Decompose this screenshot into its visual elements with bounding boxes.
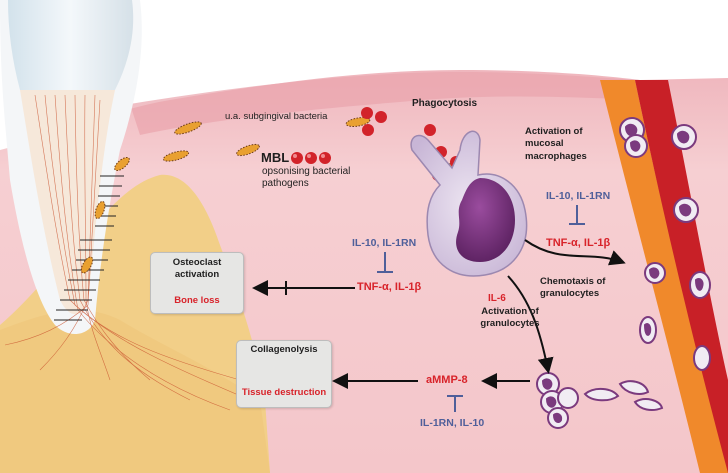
tissue-granulocytes	[536, 372, 664, 429]
label-activation-macrophages: Activation of mucosal macrophages	[525, 126, 587, 162]
bone-loss-label: Bone loss	[174, 295, 220, 306]
label-phagocytosis: Phagocytosis	[412, 98, 478, 109]
macrophage	[410, 130, 528, 277]
bacterium	[80, 256, 94, 274]
label-ammp8: aMMP-8	[426, 374, 468, 386]
label-activation-granulocytes: Activation of granulocytes	[480, 306, 540, 330]
label-il10-il1rn-mid: IL-10, IL-1RN	[352, 237, 417, 249]
osteoclast-box: Osteoclast activation Bone loss	[150, 252, 244, 314]
label-il6: IL-6	[488, 293, 506, 304]
bacterium	[114, 156, 130, 172]
collagenolysis-box: Collagenolysis Tissue destruction	[236, 340, 332, 408]
tissue-destruction-label: Tissue destruction	[241, 387, 327, 398]
inhibition-markers	[377, 205, 585, 412]
osteoclast-title: Osteoclast activation	[172, 257, 222, 281]
label-il10-il1rn-right: IL-10, IL-1RN	[546, 190, 611, 202]
label-bacteria: u.a. subgingival bacteria	[225, 111, 328, 122]
bacterium	[345, 117, 371, 127]
label-mbl: MBL	[261, 150, 290, 165]
epithelium-band	[130, 72, 640, 135]
label-tnf-mid: TNF-α, IL-1β	[357, 281, 422, 293]
collagenolysis-title: Collagenolysis	[250, 344, 318, 355]
label-tnf-right: TNF-α, IL-1β	[546, 237, 611, 249]
bacterium	[174, 121, 202, 135]
arrow-macrophage-to-vessel	[524, 239, 626, 266]
bacterium	[236, 143, 260, 157]
bacterium	[94, 200, 106, 220]
label-chemotaxis: Chemotaxis of granulocytes	[540, 276, 606, 300]
alveolar-bone-shade	[0, 310, 270, 473]
vessel-granulocytes	[619, 117, 711, 371]
arrow-macrophage-to-granulocytes	[507, 275, 554, 374]
label-il1rn-il10-bottom: IL-1RN, IL-10	[420, 417, 485, 429]
label-opsonising: opsonising bacterial pathogens	[262, 166, 351, 189]
blood-vessel-red	[635, 80, 728, 473]
